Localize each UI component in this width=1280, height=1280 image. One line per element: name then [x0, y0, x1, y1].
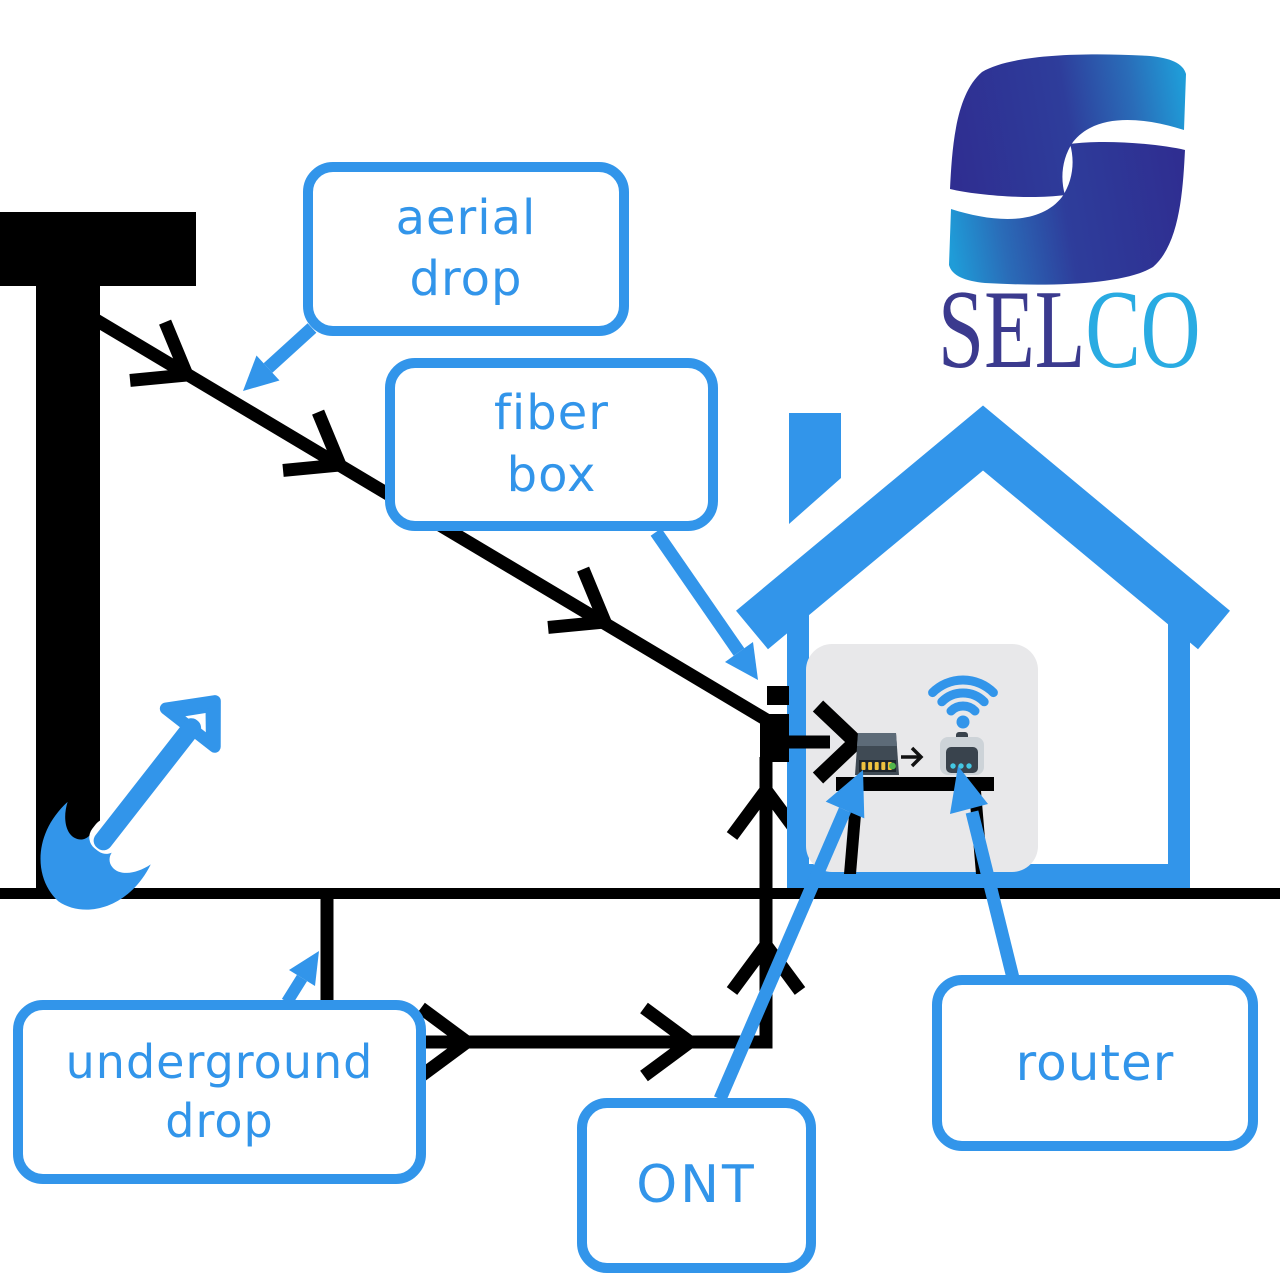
- selco-logo-mark: [949, 54, 1186, 285]
- label-fiber-box: fiber box: [385, 358, 718, 531]
- wordmark-co: CO: [1085, 268, 1201, 392]
- pointer-arrow: [965, 810, 1020, 980]
- roof: [736, 405, 1230, 650]
- right-wall: [1168, 606, 1190, 886]
- underground-cable: [320, 757, 800, 1076]
- fiber-box-device: [760, 686, 789, 762]
- label-text: ONT: [636, 1155, 757, 1216]
- pointer-arrow: [263, 323, 317, 373]
- label-router: router: [932, 975, 1258, 1151]
- pointer-arrow: [281, 974, 308, 1006]
- label-text: drop: [409, 251, 523, 307]
- chimney: [789, 413, 841, 524]
- wordmark-sel: SEL: [938, 268, 1086, 392]
- device-flow-arrow: [901, 746, 924, 768]
- label-underground-drop: underground drop: [13, 1000, 426, 1184]
- label-text: router: [1015, 1034, 1175, 1092]
- shovel-icon: [40, 695, 221, 910]
- arrow-into-house: [784, 700, 867, 784]
- pole-crossarm: [0, 212, 196, 286]
- shovel-shaft: [93, 718, 202, 851]
- ground-line: [0, 888, 1280, 899]
- ont-device: [855, 733, 899, 775]
- label-ont: ONT: [577, 1098, 816, 1273]
- label-text: drop: [165, 1094, 274, 1148]
- label-aerial-drop: aerial drop: [303, 162, 629, 336]
- label-pointer-arrows: [243, 323, 1020, 1102]
- label-text: fiber: [494, 385, 609, 442]
- label-text: aerial: [395, 189, 537, 246]
- router-device: [940, 732, 984, 775]
- label-text: underground: [65, 1035, 374, 1090]
- shovel-blade: [40, 801, 151, 910]
- pointer-arrow: [650, 528, 745, 656]
- utility-pole-icon: [0, 212, 196, 888]
- label-text: box: [506, 446, 597, 503]
- selco-wordmark: SELCO: [938, 274, 1200, 386]
- pointer-arrow: [714, 807, 851, 1102]
- wifi-icon: [928, 675, 998, 729]
- pole-mast: [36, 286, 100, 888]
- status-led: [889, 762, 896, 770]
